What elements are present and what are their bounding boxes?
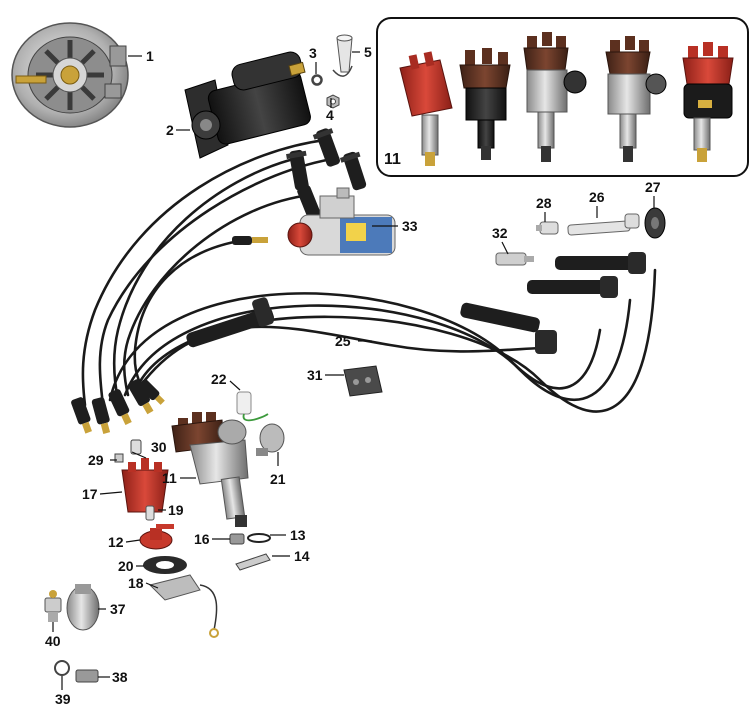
label-part-19: 19 <box>168 502 184 518</box>
washer-nut-set <box>311 74 340 109</box>
distributor-icon <box>605 36 667 162</box>
plug-boots-right <box>460 252 646 354</box>
label-part-21: 21 <box>270 471 286 487</box>
label-part-14: 14 <box>294 548 310 564</box>
o-ring-13 <box>247 533 271 543</box>
distributor-icon <box>459 48 511 160</box>
label-part-25: 25 <box>335 333 351 349</box>
label-part-2: 2 <box>166 122 174 138</box>
label-part-16: 16 <box>194 531 210 547</box>
condenser-22 <box>236 391 269 422</box>
distributor-variants <box>399 32 734 166</box>
label-part-27: 27 <box>645 179 661 195</box>
distributor-icon <box>523 32 587 162</box>
label-part-37: 37 <box>110 601 126 617</box>
contact-points-18 <box>149 574 219 638</box>
label-part-30: 30 <box>151 439 167 455</box>
wire-separator-31 <box>343 365 383 397</box>
wire-extension-26 <box>567 213 640 236</box>
label-part-28: 28 <box>536 195 552 211</box>
plug-boots-top <box>286 128 367 222</box>
label-part-11-inset: 11 <box>384 151 401 168</box>
vacuum-unit-21 <box>256 423 285 456</box>
ignition-coil-icon <box>287 187 396 256</box>
rotor-12 <box>139 524 174 550</box>
washer-39 <box>54 660 70 676</box>
starter-motor-icon <box>184 51 311 159</box>
label-part-18: 18 <box>128 575 144 591</box>
nut-16 <box>229 533 245 545</box>
distributor-icon <box>399 51 453 166</box>
label-part-17: 17 <box>82 486 98 502</box>
clamp-14 <box>235 553 271 571</box>
label-part-4: 4 <box>326 107 334 123</box>
ignition-wire-set <box>81 138 657 413</box>
label-part-20: 20 <box>118 558 134 574</box>
terminal-boot-icon <box>332 34 353 77</box>
coil-lead-terminal <box>232 236 268 245</box>
label-part-5: 5 <box>364 44 372 60</box>
plug-boot-left-long <box>186 297 274 348</box>
connector-28 <box>536 221 559 235</box>
label-part-26: 26 <box>589 189 605 205</box>
grommet-27 <box>644 207 666 239</box>
label-part-13: 13 <box>290 527 306 543</box>
connector-32 <box>495 252 534 266</box>
alternator-icon <box>11 22 129 128</box>
oil-switch-40 <box>44 590 62 622</box>
sensor-38 <box>75 669 99 683</box>
oil-pressure-sender-37 <box>66 584 100 631</box>
carbon-brush-19 <box>145 505 155 521</box>
label-part-33: 33 <box>402 218 418 234</box>
spring-29 <box>114 453 124 463</box>
distributor-cap-17 <box>121 458 169 513</box>
label-part-3: 3 <box>309 45 317 61</box>
label-part-1: 1 <box>146 48 154 64</box>
label-part-29: 29 <box>88 452 104 468</box>
label-part-11: 11 <box>162 470 177 486</box>
distributor-icon <box>171 412 249 527</box>
label-part-39: 39 <box>55 691 71 707</box>
label-part-38: 38 <box>112 669 128 685</box>
plug-boots-left <box>71 379 165 434</box>
label-part-31: 31 <box>307 367 323 383</box>
leader-lines <box>52 51 655 690</box>
label-part-40: 40 <box>45 633 61 649</box>
label-part-32: 32 <box>492 225 508 241</box>
seal-20 <box>143 556 187 574</box>
part-number-labels: 1 2 3 4 5 11 33 26 27 28 32 25 31 22 21 … <box>45 44 661 707</box>
distributor-icon <box>682 42 734 162</box>
label-part-22: 22 <box>211 371 227 387</box>
label-part-12: 12 <box>108 534 124 550</box>
